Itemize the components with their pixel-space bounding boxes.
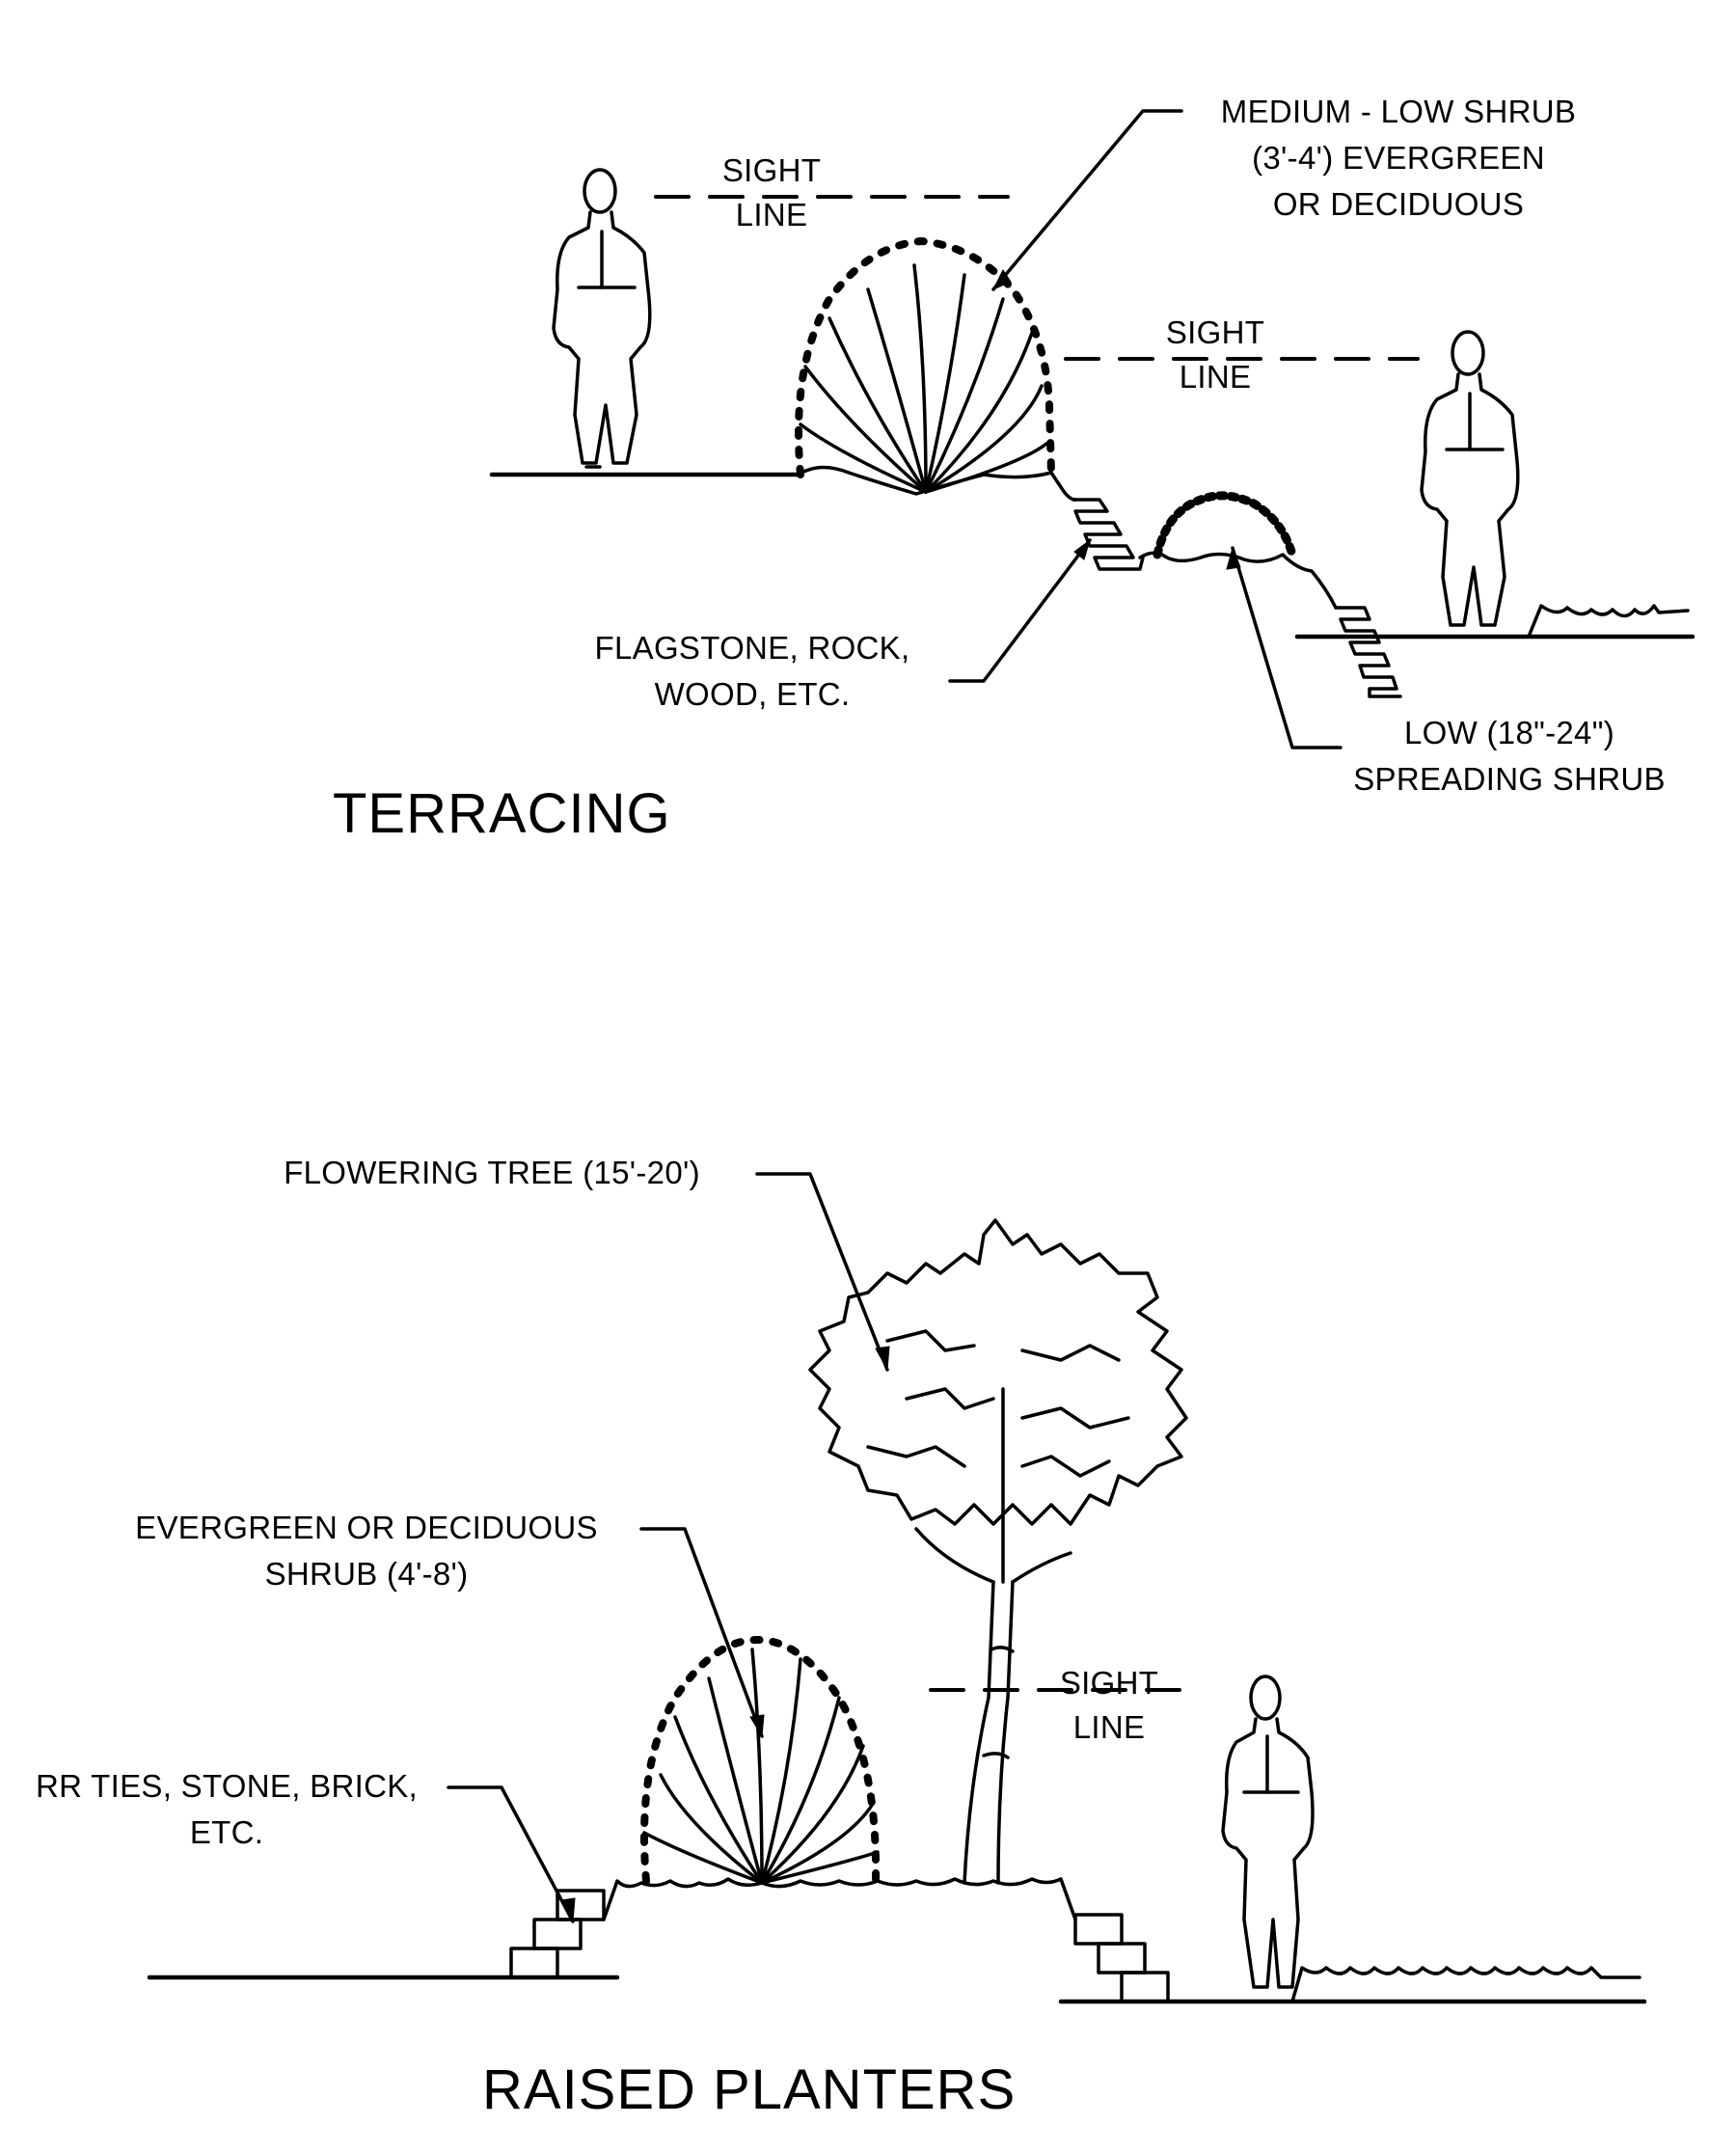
label-flowering-tree: FLOWERING TREE (15'-20'): [260, 1150, 723, 1196]
label-line: OR DECIDUOUS: [1272, 186, 1525, 222]
label-sight-line-3: SIGHT LINE: [1042, 1661, 1177, 1750]
leader-flowering-tree: [755, 1172, 889, 1372]
label-medium-low-shrub: MEDIUM - LOW SHRUB (3'-4') EVERGREEN OR …: [1206, 89, 1591, 228]
raised-planters-drawing: [147, 1172, 1647, 2004]
terracing-drawing: [489, 109, 1695, 749]
leader-low-shrub: [1231, 546, 1343, 749]
label-line: SPREADING SHRUB: [1353, 761, 1666, 797]
leader-rr-ties: [447, 1785, 575, 1923]
leader-evergreen-arrowhead: [749, 1714, 765, 1738]
label-line: RR TIES, STONE, BRICK,: [36, 1768, 418, 1804]
leader-rr-arrowhead: [560, 1897, 576, 1923]
flowering-tree: [808, 1218, 1188, 1885]
leader-flagstone: [948, 538, 1092, 683]
medium-low-shrub: [795, 237, 1063, 496]
label-sight-line-2: SIGHT LINE: [1138, 311, 1292, 399]
label-flagstone: FLAGSTONE, ROCK, WOOD, ETC.: [574, 625, 931, 718]
section-title-raised-planters: RAISED PLANTERS: [482, 2058, 1017, 2121]
leader-arrowhead: [991, 269, 1012, 291]
label-low-spreading-shrub: LOW (18"-24") SPREADING SHRUB: [1345, 710, 1673, 803]
leader-flagstone-arrowhead: [1073, 538, 1091, 560]
leader-tree-arrowhead: [875, 1346, 890, 1372]
person-figure-right: [1420, 330, 1520, 627]
label-line: LINE: [1072, 1709, 1146, 1745]
flagstone-steps-1: [1059, 485, 1145, 571]
label-line: FLOWERING TREE (15'-20'): [284, 1155, 700, 1190]
leader-low-shrub-arrowhead: [1226, 546, 1241, 570]
label-line: FLAGSTONE, ROCK,: [594, 630, 910, 666]
section-title-terracing: TERRACING: [333, 782, 671, 845]
label-line: SIGHT: [721, 152, 822, 188]
grass-edge-right: [1290, 1966, 1641, 2003]
leader-evergreen-shrub: [639, 1527, 764, 1738]
right-brick-wall: [1073, 1913, 1170, 2003]
label-line: SIGHT: [1165, 314, 1265, 350]
label-line: SIGHT: [1059, 1665, 1159, 1701]
label-line: LINE: [735, 197, 808, 232]
label-sight-line-1: SIGHT LINE: [694, 149, 849, 237]
grass-edge: [1527, 604, 1690, 639]
low-spreading-shrub: [1138, 491, 1338, 610]
label-line: LOW (18"-24"): [1403, 715, 1615, 750]
label-line: (3'-4') EVERGREEN: [1252, 140, 1545, 176]
evergreen-shrub: [640, 1636, 881, 1885]
person-figure-left: [552, 168, 652, 469]
planter-soil-line: [602, 1877, 1077, 1921]
left-brick-wall: [509, 1889, 606, 1979]
person-figure-planters: [1221, 1675, 1315, 1989]
label-line: LINE: [1179, 359, 1252, 395]
label-line: MEDIUM - LOW SHRUB: [1220, 94, 1577, 129]
label-rr-ties: RR TIES, STONE, BRICK, ETC.: [14, 1763, 439, 1856]
leader-medium-low-shrub: [991, 109, 1183, 291]
label-evergreen-shrub: EVERGREEN OR DECIDUOUS SHRUB (4'-8'): [111, 1505, 622, 1597]
flagstone-steps-2: [1334, 606, 1402, 698]
label-line: SHRUB (4'-8'): [264, 1556, 469, 1592]
label-line: ETC.: [189, 1814, 264, 1850]
label-line: EVERGREEN OR DECIDUOUS: [135, 1510, 598, 1545]
label-line: WOOD, ETC.: [654, 676, 851, 712]
